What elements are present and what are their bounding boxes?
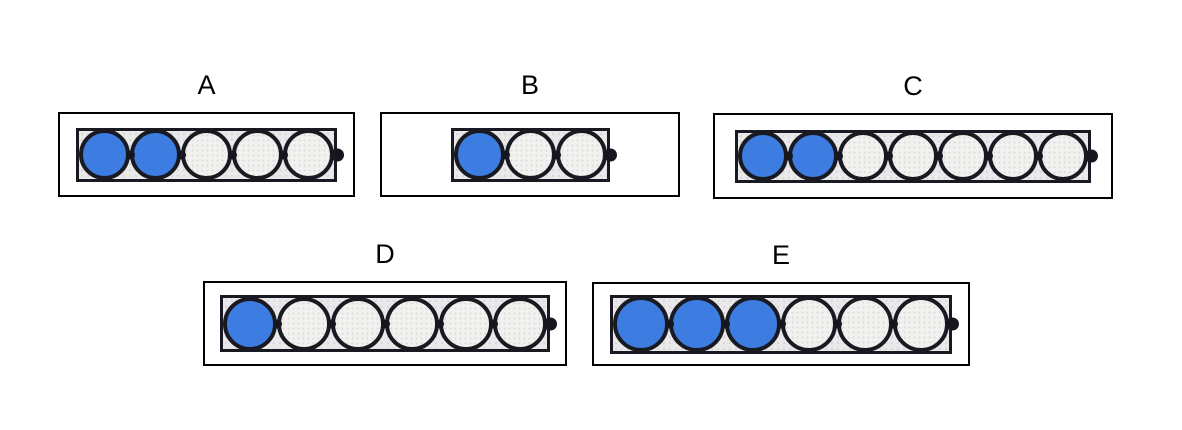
empty-counter: [938, 131, 988, 181]
option-label-c: C: [903, 71, 923, 101]
empty-counter: [781, 296, 837, 352]
option-group-a: A: [58, 66, 355, 197]
empty-counter: [838, 131, 888, 181]
empty-counter: [277, 296, 331, 351]
option-box-d: [203, 281, 567, 366]
option-label-b: B: [520, 70, 539, 100]
option-box-a: [58, 112, 355, 197]
filled-counter: [725, 296, 781, 352]
option-box-c: [713, 113, 1113, 199]
filled-counter: [788, 131, 838, 181]
empty-counter: [555, 129, 607, 180]
option-group-e: E: [592, 236, 970, 366]
filled-counter: [79, 129, 130, 180]
empty-counter: [893, 296, 949, 352]
counter-strip-b: [450, 127, 610, 182]
option-box-b: [380, 112, 680, 197]
filled-counter: [613, 296, 669, 352]
empty-counter: [837, 296, 893, 352]
empty-counter: [988, 131, 1038, 181]
filled-counter: [130, 129, 181, 180]
filled-counter: [453, 129, 505, 180]
option-label-e: E: [771, 240, 790, 270]
filled-counter: [223, 296, 277, 351]
counter-strip-e: [610, 294, 952, 354]
filled-counter: [669, 296, 725, 352]
empty-counter: [283, 129, 334, 180]
counter-strip-a: [76, 127, 337, 182]
option-group-c: C: [713, 67, 1113, 199]
option-box-e: [592, 282, 970, 366]
option-group-d: D: [203, 235, 567, 366]
option-label-a: A: [197, 70, 216, 100]
empty-counter: [331, 296, 385, 351]
counter-strip-c: [735, 129, 1091, 183]
empty-counter: [232, 129, 283, 180]
empty-counter: [1038, 131, 1088, 181]
empty-counter: [439, 296, 493, 351]
empty-counter: [385, 296, 439, 351]
empty-counter: [888, 131, 938, 181]
empty-counter: [181, 129, 232, 180]
filled-counter: [738, 131, 788, 181]
option-label-d: D: [375, 239, 395, 269]
empty-counter: [504, 129, 556, 180]
empty-counter: [493, 296, 547, 351]
counter-strip-d: [220, 295, 550, 352]
option-group-b: B: [380, 66, 680, 197]
